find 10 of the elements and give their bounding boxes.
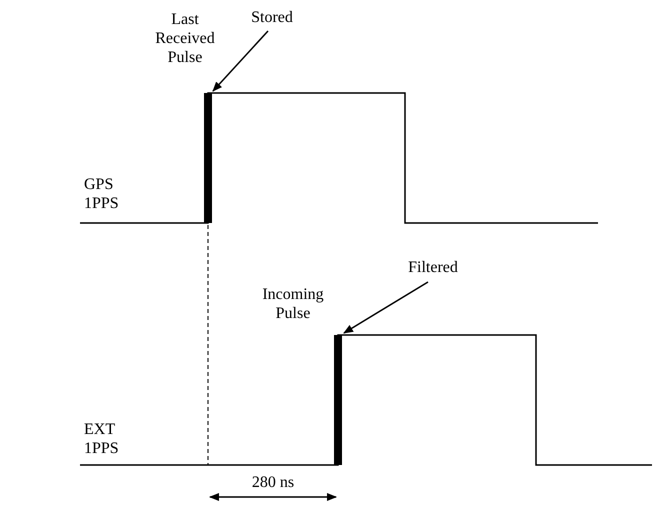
pulse-label: Last Received Pulse [154,10,216,67]
pulse-edge-bar [204,93,212,223]
callout-text: Filtered [393,258,473,277]
signal-name: GPS 1PPS [84,175,120,213]
leader-line [212,30,269,92]
pulse-label: Incoming Pulse [261,285,325,323]
pulse-edge-bar [334,335,342,465]
callout-text: Stored [241,8,303,27]
leader-line [343,281,428,334]
signal-name: EXT 1PPS [84,420,120,458]
